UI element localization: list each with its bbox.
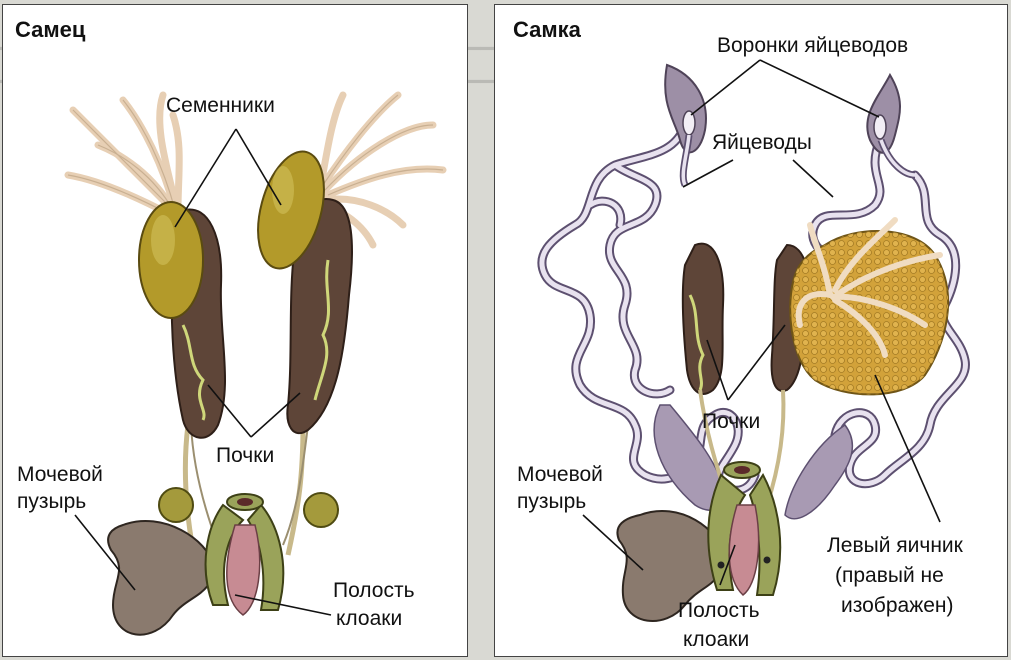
label-female-cloaca-line2: клоаки: [683, 627, 749, 652]
female-illustration: [495, 5, 1008, 657]
label-female-bladder-line1: Мочевой: [517, 462, 603, 487]
label-ovary-line2: (правый не: [835, 563, 944, 588]
label-male-cloaca-line1: Полость: [333, 578, 415, 603]
male-duct-right: [288, 425, 303, 555]
male-title: Самец: [15, 17, 85, 43]
male-testis-left: [139, 202, 203, 318]
label-funnels: Воронки яйцеводов: [717, 33, 908, 58]
label-female-kidneys: Почки: [702, 409, 760, 434]
label-female-bladder-line2: пузырь: [517, 489, 586, 514]
female-panel: Самка Воронки яйцеводов Яйцеводы Почки М…: [494, 4, 1008, 657]
label-oviducts: Яйцеводы: [712, 130, 812, 155]
female-mesentery-right: [785, 425, 852, 519]
male-vesicle-left: [159, 488, 193, 522]
label-female-cloaca-line1: Полость: [678, 598, 760, 623]
label-ovary-line1: Левый яичник: [827, 533, 963, 558]
label-male-bladder-line2: пузырь: [17, 489, 86, 514]
male-vesicle-right: [304, 493, 338, 527]
label-testes: Семенники: [166, 93, 275, 118]
label-male-cloaca-line2: клоаки: [336, 606, 402, 631]
male-panel: Самец Семенники Почки Мочевой пузырь Пол…: [2, 4, 468, 657]
male-cloaca-cavity: [227, 525, 260, 615]
male-bladder: [108, 521, 213, 635]
male-fat-body-left: [68, 95, 179, 215]
label-male-bladder-line1: Мочевой: [17, 462, 103, 487]
label-ovary-line3: изображен): [841, 593, 954, 618]
female-title: Самка: [513, 17, 581, 43]
label-male-kidneys: Почки: [216, 443, 274, 468]
